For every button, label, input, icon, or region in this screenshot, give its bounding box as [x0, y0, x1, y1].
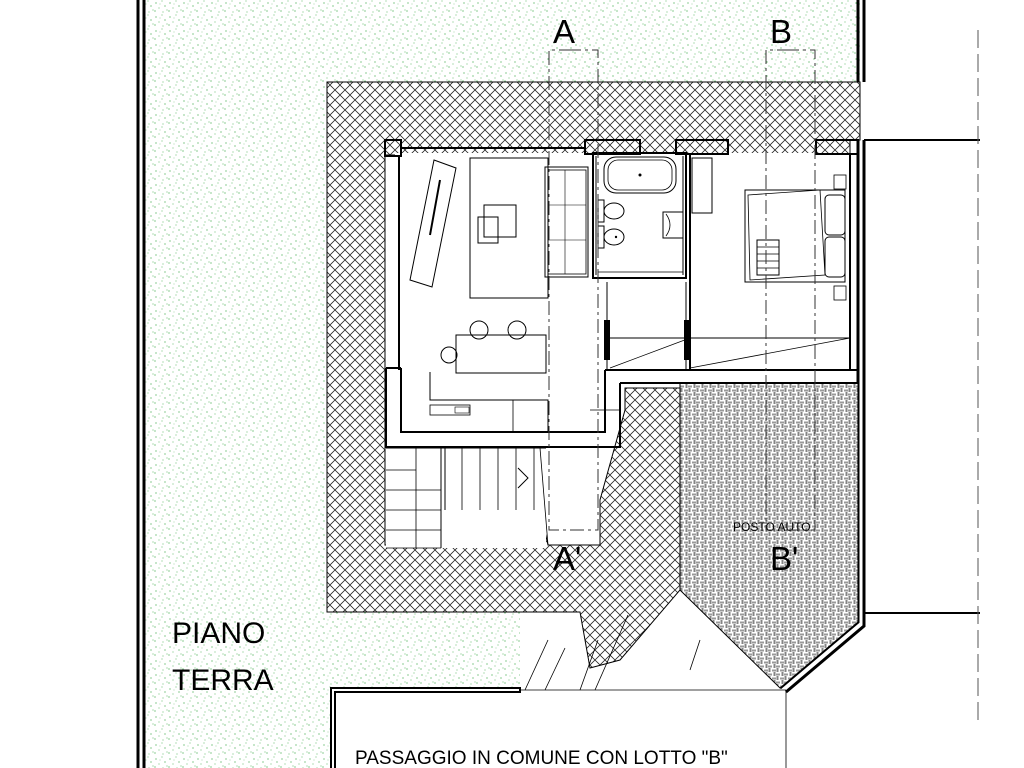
garden-area [144, 0, 860, 768]
toilet-icon [597, 199, 625, 223]
sofa-icon [544, 166, 589, 278]
parking-area: POSTO AUTO [679, 382, 859, 689]
section-marker-b: B [770, 13, 792, 50]
floor-title-line1: PIANO [172, 617, 265, 650]
house-walls [384, 139, 859, 448]
living-room-furniture [409, 157, 620, 432]
bathtub-icon [603, 156, 677, 194]
parking-label: POSTO AUTO [733, 520, 811, 534]
common-passage: PASSAGGIO IN COMUNE CON LOTTO "B" [330, 687, 787, 768]
section-marker-b-prime: B' [770, 540, 798, 577]
bed-icon [744, 189, 846, 283]
dining-table-icon [440, 320, 547, 374]
bedroom-furniture [691, 157, 847, 301]
stairs-icon [386, 447, 549, 549]
bathroom-fixtures [597, 156, 684, 273]
section-marker-a: A [553, 13, 575, 50]
floor-title-line2: TERRA [172, 664, 274, 697]
entry-ramp [524, 614, 701, 691]
section-marker-a-prime: A' [553, 540, 581, 577]
section-lines [548, 49, 816, 531]
passage-label: PASSAGGIO IN COMUNE CON LOTTO "B" [355, 748, 728, 768]
